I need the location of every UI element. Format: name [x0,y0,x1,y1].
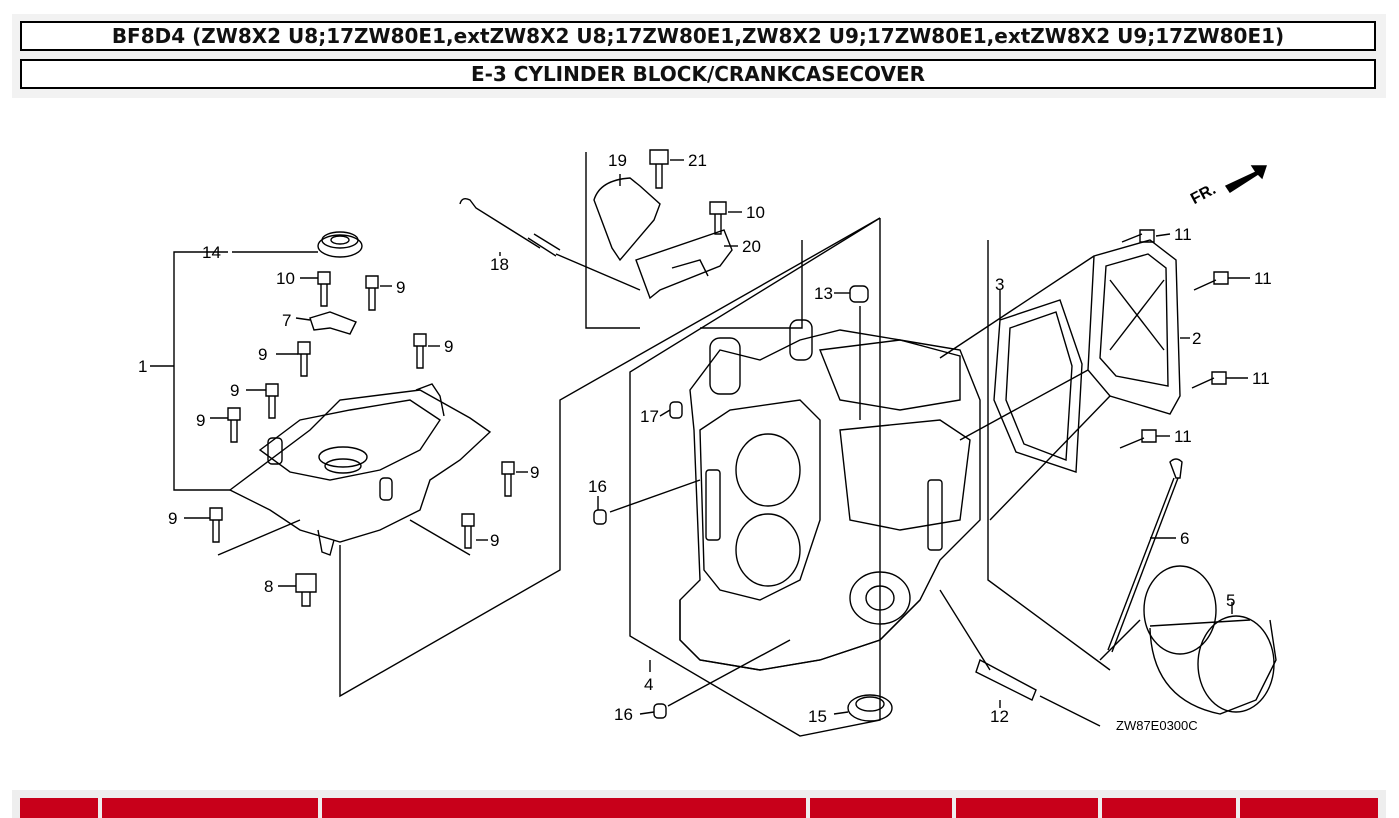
callout-4: 4 [644,675,653,694]
callout-14: 14 [202,243,221,262]
callout-10a: 10 [276,269,295,288]
table-header-cell [20,798,98,818]
table-header-cell [956,798,1098,818]
table-header-cell [322,798,806,818]
callout-12: 12 [990,707,1009,726]
table-header-cell [1240,798,1378,818]
exploded-view-svg: 1 2 3 4 5 6 7 8 9 9 9 9 9 9 9 9 10 10 11… [138,149,1277,737]
callout-11d: 11 [1174,427,1192,446]
callout-18: 18 [490,255,509,274]
callout-9a: 9 [396,278,405,297]
table-header-cell [1102,798,1236,818]
callout-9f: 9 [530,463,539,482]
callout-19: 19 [608,151,627,170]
callout-7: 7 [282,311,291,330]
callout-3: 3 [995,275,1004,294]
callout-15: 15 [808,707,827,726]
callout-9c: 9 [444,337,453,356]
diagram-code: ZW87E0300C [1116,718,1198,733]
callout-5: 5 [1226,591,1235,610]
callout-6: 6 [1180,529,1189,548]
callout-8: 8 [264,577,273,596]
front-direction-label: FR. [1188,181,1219,208]
callout-20: 20 [742,237,761,256]
callout-13: 13 [814,284,833,303]
callout-11a: 11 [1174,225,1192,244]
callout-9d: 9 [230,381,239,400]
table-header-cell [810,798,952,818]
callout-1: 1 [138,357,147,376]
page-header: BF8D4 (ZW8X2 U8;17ZW80E1,extZW8X2 U8;17Z… [12,14,1386,98]
callout-11b: 11 [1254,269,1272,288]
callout-labels: 1 2 3 4 5 6 7 8 9 9 9 9 9 9 9 9 10 10 11… [138,151,1272,733]
callout-11c: 11 [1252,369,1270,388]
parts-table-header [12,790,1386,818]
table-header-cell [102,798,318,818]
callout-17: 17 [640,407,659,426]
callout-9b: 9 [258,345,267,364]
callout-2: 2 [1192,329,1201,348]
parts-diagram: 1 2 3 4 5 6 7 8 9 9 9 9 9 9 9 9 10 10 11… [0,100,1399,780]
model-title: BF8D4 (ZW8X2 U8;17ZW80E1,extZW8X2 U8;17Z… [20,21,1376,51]
callout-9e: 9 [196,411,205,430]
callout-10b: 10 [746,203,765,222]
callout-21: 21 [688,151,707,170]
callout-16a: 16 [588,477,607,496]
callout-9h: 9 [490,531,499,550]
callout-9g: 9 [168,509,177,528]
section-title: E-3 CYLINDER BLOCK/CRANKCASECOVER [20,59,1376,89]
callout-16b: 16 [614,705,633,724]
